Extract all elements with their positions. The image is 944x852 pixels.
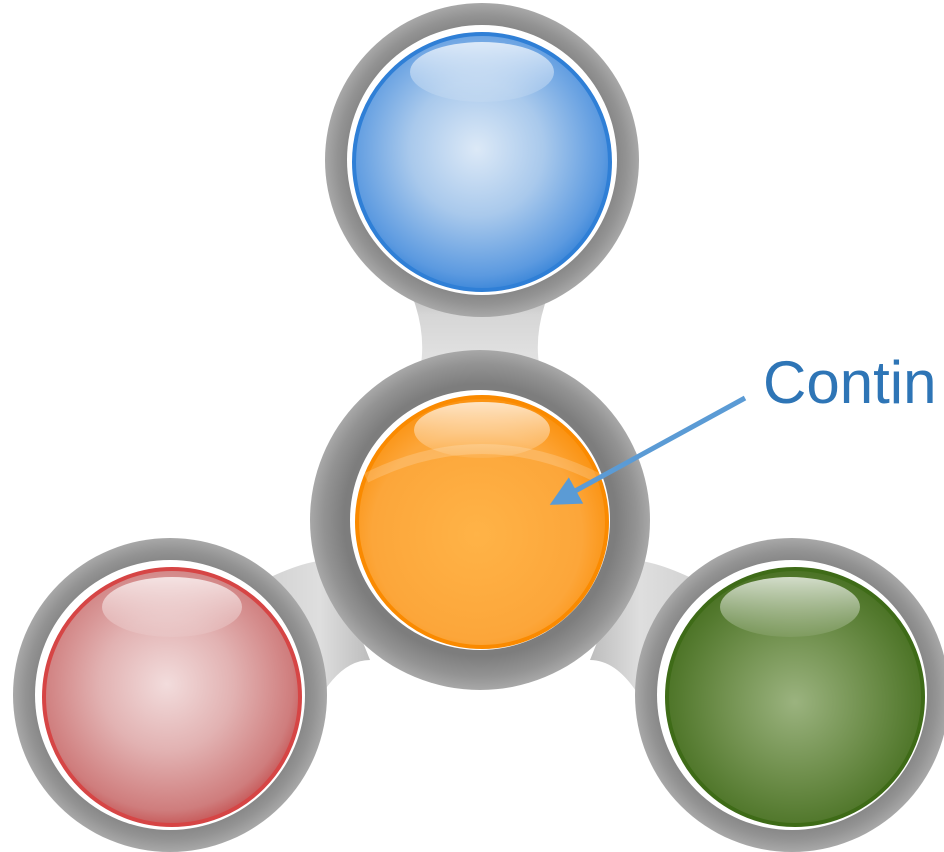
orange-orb[interactable]: [355, 395, 609, 649]
callout-label: Contin: [763, 349, 937, 416]
red-orb[interactable]: [42, 567, 302, 827]
green-orb[interactable]: [665, 567, 925, 827]
pointer-arrow: [549, 395, 747, 505]
blue-orb[interactable]: [352, 32, 612, 292]
